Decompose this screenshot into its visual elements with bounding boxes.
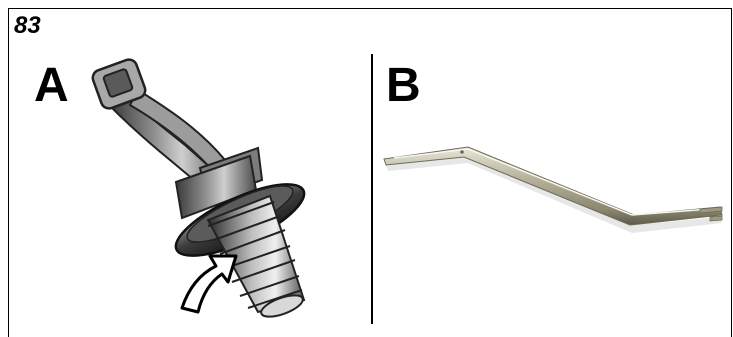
push-arrow-icon	[182, 256, 236, 312]
pry-tool-icon	[380, 135, 725, 235]
figure-number: 83	[14, 14, 41, 38]
panel-b-label: B	[386, 62, 421, 110]
panel-divider	[371, 54, 373, 324]
plastic-clip-icon	[90, 50, 340, 325]
panel-a-label: A	[34, 62, 69, 110]
